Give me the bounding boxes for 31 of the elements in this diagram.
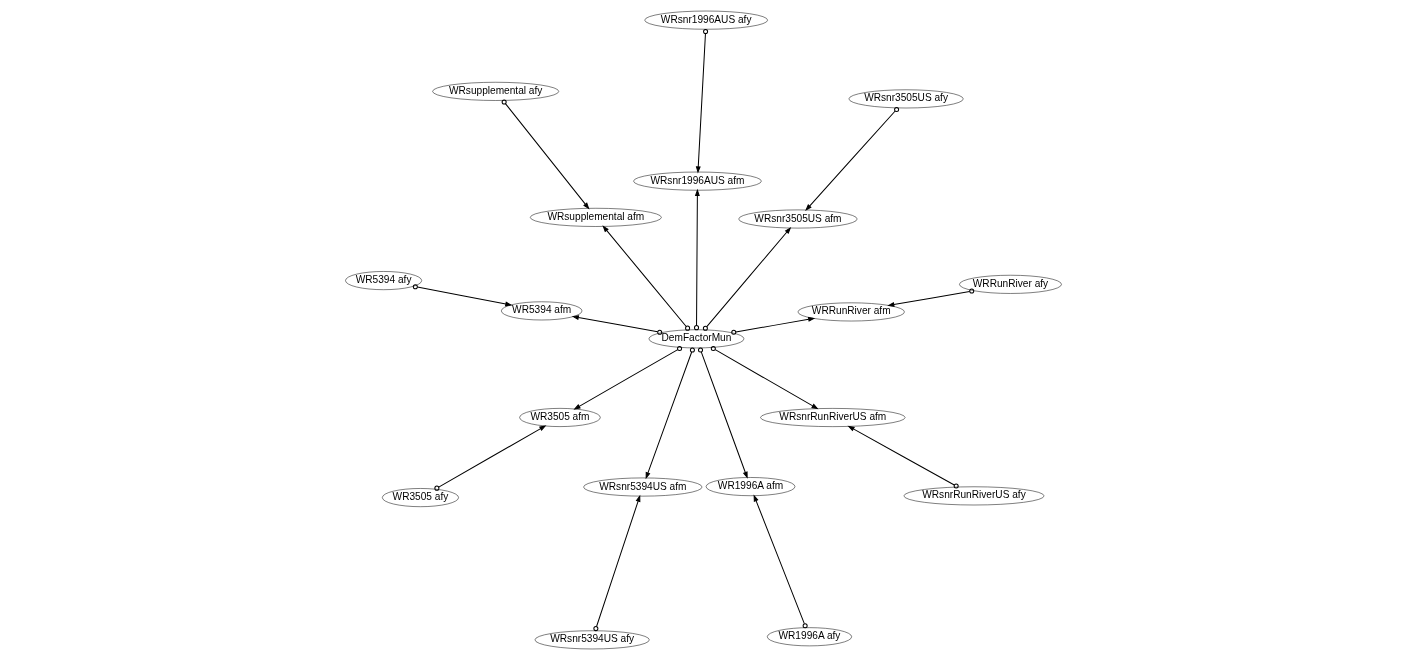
node-ellipse: WR1996A afy [766, 626, 852, 646]
arrow [702, 226, 791, 331]
node-ellipse: WRsnr3505US afm [737, 209, 857, 228]
arrow [645, 346, 695, 479]
arrow [695, 28, 708, 173]
node-ellipse: WR3505 afm [518, 407, 601, 427]
arrow [592, 494, 640, 631]
arrow [847, 425, 959, 489]
arrow [804, 106, 899, 211]
arrow [433, 424, 546, 491]
arrow [753, 493, 808, 628]
arrow [886, 288, 974, 307]
arrow [601, 224, 690, 331]
node-ellipse: WRsnr3505US afy [848, 89, 964, 108]
arrow [412, 283, 512, 306]
node-ellipse: WRsnr5394US afm [582, 477, 702, 496]
arrow [501, 99, 589, 209]
node-ellipse: WRsnrRunRiverUS afm [759, 407, 905, 427]
node-ellipse: WRsupplemental afy [431, 81, 559, 101]
node-ellipse: WRsnrRunRiverUS afy [903, 486, 1044, 505]
arrow [571, 314, 662, 335]
arrow [697, 346, 748, 479]
node-ellipse: WRsupplemental afm [529, 207, 662, 227]
node-ellipse: WRsnr1996AUS afy [643, 10, 768, 29]
node-ellipse: WRsnr1996AUS afm [632, 171, 762, 190]
node-ellipse: WRsnr5394US afy [534, 630, 650, 649]
arrow [710, 345, 819, 409]
arrow [572, 345, 682, 410]
arrow [693, 188, 700, 330]
node-ellipse: WR1996A afm [705, 476, 795, 496]
arrow [730, 316, 815, 335]
